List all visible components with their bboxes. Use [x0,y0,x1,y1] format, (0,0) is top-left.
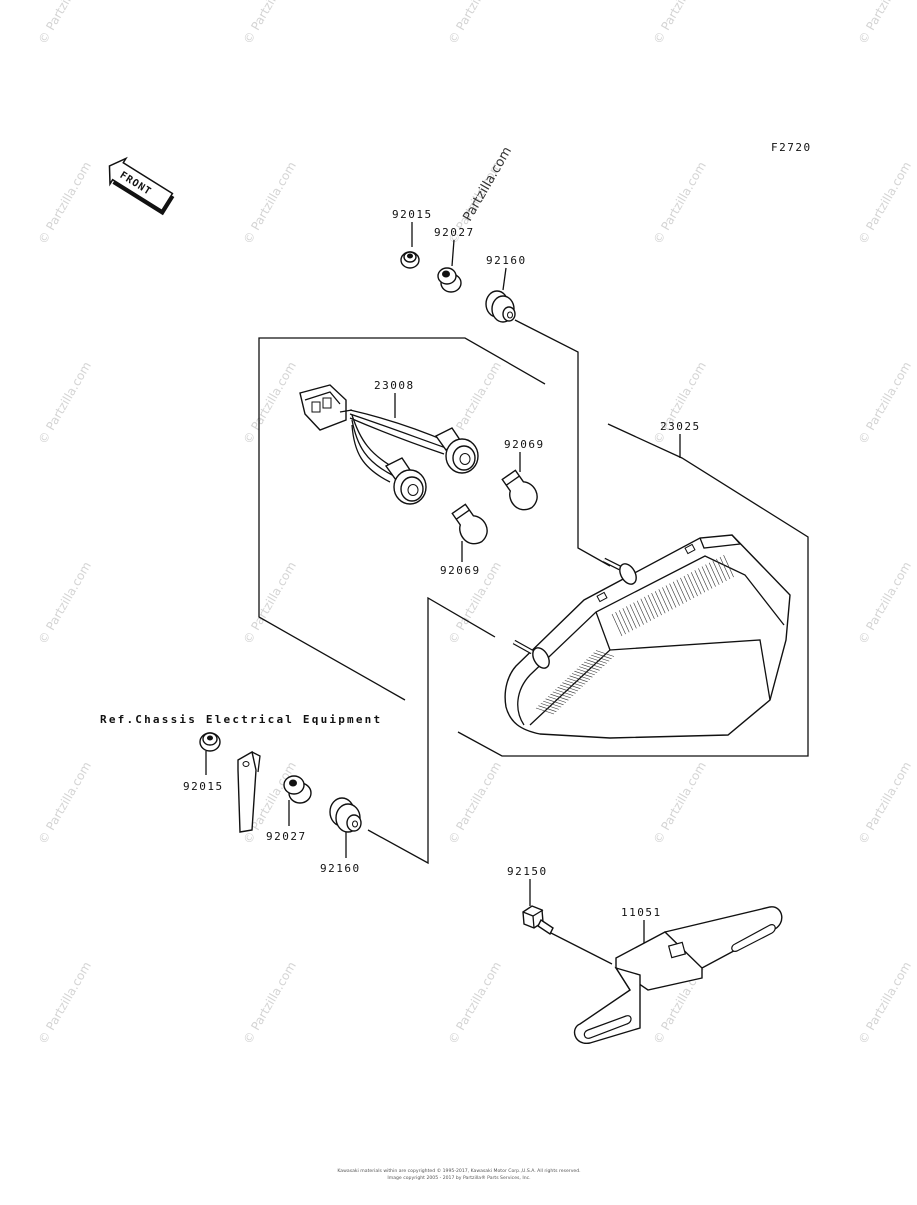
label-bolt: 92150 [507,865,548,878]
watermark-text: © Partzilla.com [35,759,93,846]
watermark-text: © Partzilla.com [855,559,913,646]
label-nut-lower: 92015 [183,780,224,793]
license-bracket [573,906,783,1044]
watermark-text: © Partzilla.com [240,959,298,1046]
watermark-text: © Partzilla.com [855,759,913,846]
watermark-text: © Partzilla.com [650,359,708,446]
watermark-text: © Partzilla.com [855,959,913,1046]
watermark-text: © Partzilla.com [855,359,913,446]
watermark-text: © Partzilla.com [35,959,93,1046]
label-bracket: 11051 [621,906,662,919]
nut-upper [400,251,420,269]
wire-harness [299,384,479,505]
watermark-text: © Partzilla.com [240,159,298,246]
grommet-upper [485,290,516,323]
label-bulb-left: 92069 [440,564,481,577]
watermark-text: © Partzilla.com [35,359,93,446]
watermark-text: © Partzilla.com [445,759,503,846]
watermark-text: © Partzilla.com [855,159,913,246]
copyright-line-2: Image copyright 2005 - 2017 by Partzilla… [387,1174,530,1181]
label-collar-lower: 92027 [266,830,307,843]
label-tail-lamp: 23025 [660,420,701,433]
bolt [522,905,554,936]
bulb-right [501,469,538,511]
diagram-code: F2720 [771,141,812,154]
watermark-text: © Partzilla.com [35,159,93,246]
watermark-text: © Partzilla.com [240,559,298,646]
label-nut-upper: 92015 [392,208,433,221]
watermark-text: © Partzilla.com [650,0,708,47]
label-collar-upper: 92027 [434,226,475,239]
label-grommet-upper: 92160 [486,254,527,267]
tail-lamp-assembly [504,534,791,739]
reference-note: Ref.Chassis Electrical Equipment [100,713,382,726]
front-arrow-icon: FRONT [108,156,175,216]
collar-upper [437,267,462,293]
label-harness: 23008 [374,379,415,392]
watermark-text: © Partzilla.com [35,559,93,646]
watermark-text: © Partzilla.com [445,959,503,1046]
copyright-line-1: Kawasaki materials within are copyrighte… [337,1167,580,1174]
watermark-text: © Partzilla.com [240,359,298,446]
label-bulb-right: 92069 [504,438,545,451]
watermark-text: © Partzilla.com [855,0,913,47]
terminal-strap [237,750,261,833]
watermark-text: © Partzilla.com [445,0,503,47]
watermark-text: © Partzilla.com [650,759,708,846]
grommet-lower [329,797,362,833]
watermark-large: Partzilla.com [460,144,515,224]
watermark-text: © Partzilla.com [650,159,708,246]
collar-lower [283,775,312,804]
label-grommet-lower: 92160 [320,862,361,875]
nut-lower [199,732,221,752]
watermark-text: © Partzilla.com [240,0,298,47]
stud-upper [602,557,637,585]
watermark-text: © Partzilla.com [35,0,93,47]
stud-lower [512,639,550,669]
bulb-left [451,503,488,545]
